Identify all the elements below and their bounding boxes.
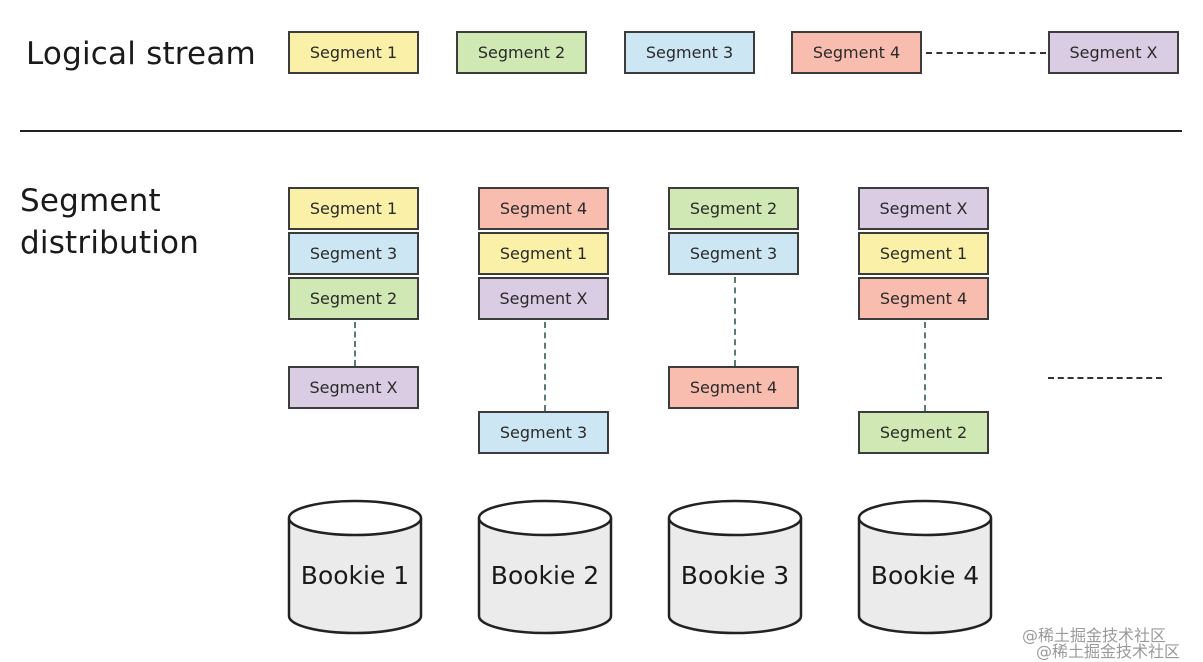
bookie3-storage: Bookie 3 <box>667 499 803 635</box>
bookie1-label: Bookie 1 <box>300 561 410 590</box>
logical-stream-heading: Logical stream <box>26 36 256 72</box>
bookie4-storage: Bookie 4 <box>857 499 993 635</box>
bookie1-segment-x: Segment X <box>288 366 419 409</box>
bookie3-segment-3: Segment 3 <box>668 232 799 275</box>
bookie2-storage: Bookie 2 <box>477 499 613 635</box>
bookie2-segment-4: Segment 4 <box>478 187 609 230</box>
bookie4-label: Bookie 4 <box>870 561 980 590</box>
logical-segment-1: Segment 1 <box>288 31 419 74</box>
bookie2-segment-3: Segment 3 <box>478 411 609 454</box>
bookie2-label: Bookie 2 <box>490 561 600 590</box>
bookie3-connector <box>734 277 736 366</box>
bookie1-segment-3: Segment 3 <box>288 232 419 275</box>
bookie4-segment-4: Segment 4 <box>858 277 989 320</box>
bookie3-segment-2: Segment 2 <box>668 187 799 230</box>
bookie4-segment-1: Segment 1 <box>858 232 989 275</box>
cylinder-icon <box>857 499 993 635</box>
bookie1-segment-2: Segment 2 <box>288 277 419 320</box>
cylinder-icon <box>477 499 613 635</box>
bookie4-segment-2: Segment 2 <box>858 411 989 454</box>
logical-segment-x: Segment X <box>1048 31 1179 74</box>
section-divider <box>20 130 1182 132</box>
bookie3-segment-4: Segment 4 <box>668 366 799 409</box>
logical-segment-4: Segment 4 <box>791 31 922 74</box>
cylinder-icon <box>287 499 423 635</box>
bookie4-segment-x: Segment X <box>858 187 989 230</box>
bookie2-connector <box>544 322 546 411</box>
bookie2-segment-1: Segment 1 <box>478 232 609 275</box>
cylinder-icon <box>667 499 803 635</box>
watermark-text-shadow: @稀土掘金技术社区 <box>1036 642 1181 661</box>
bookie4-connector <box>924 322 926 411</box>
logical-stream-ellipsis-connector <box>926 52 1046 54</box>
bookie1-storage: Bookie 1 <box>287 499 423 635</box>
more-bookies-ellipsis <box>1048 377 1162 379</box>
segment-distribution-heading-line2: distribution <box>20 225 200 261</box>
logical-segment-2: Segment 2 <box>456 31 587 74</box>
watermark-text: @稀土掘金技术社区 <box>1022 626 1167 645</box>
bookie2-segment-x: Segment X <box>478 277 609 320</box>
bookie1-segment-1: Segment 1 <box>288 187 419 230</box>
bookie1-connector <box>354 322 356 366</box>
bookie3-label: Bookie 3 <box>680 561 790 590</box>
segment-distribution-heading-line1: Segment <box>20 183 161 219</box>
logical-segment-3: Segment 3 <box>624 31 755 74</box>
